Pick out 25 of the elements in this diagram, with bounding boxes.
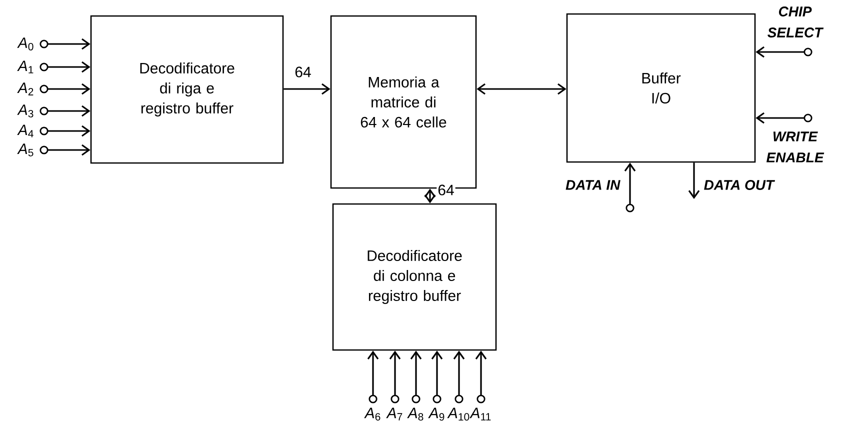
block-box: Decodificatore di colonna e registro buffer	[332, 203, 497, 351]
pin-label: A$_{6}$	[364, 408, 380, 421]
edge-label: 64	[294, 66, 312, 78]
pin-label: A$_{11}$	[470, 408, 491, 420]
pin-label: A$_{10}$	[447, 408, 470, 421]
signal-label: WRITE ENABLE	[766, 132, 824, 162]
signal-label: DATA OUT	[704, 180, 776, 190]
signal-label: DATA IN	[566, 180, 620, 190]
block-box: Decodificatore di riga e registro buffer	[90, 15, 284, 164]
block-box: Buffer I/O	[566, 13, 756, 163]
arrow	[284, 83, 330, 95]
pin-label: A$_{8}$	[407, 408, 424, 421]
pin-label: A$_{1}$	[17, 60, 34, 74]
pin-label: A$_{0}$	[17, 38, 34, 50]
pin-label: A$_{7}$	[386, 408, 402, 420]
signal-label: CHIP SELECT	[768, 6, 824, 38]
pin-label: A$_{9}$	[428, 408, 444, 421]
pin-label: A$_{4}$	[17, 124, 34, 138]
arrow	[688, 162, 700, 199]
arrow	[476, 83, 566, 95]
edge-label: 64	[436, 184, 456, 196]
arrow	[424, 188, 436, 204]
pin-label: A$_{5}$	[17, 144, 34, 156]
pin-label: A$_{3}$	[17, 104, 34, 118]
pin-label: A$_{2}$	[17, 82, 34, 96]
